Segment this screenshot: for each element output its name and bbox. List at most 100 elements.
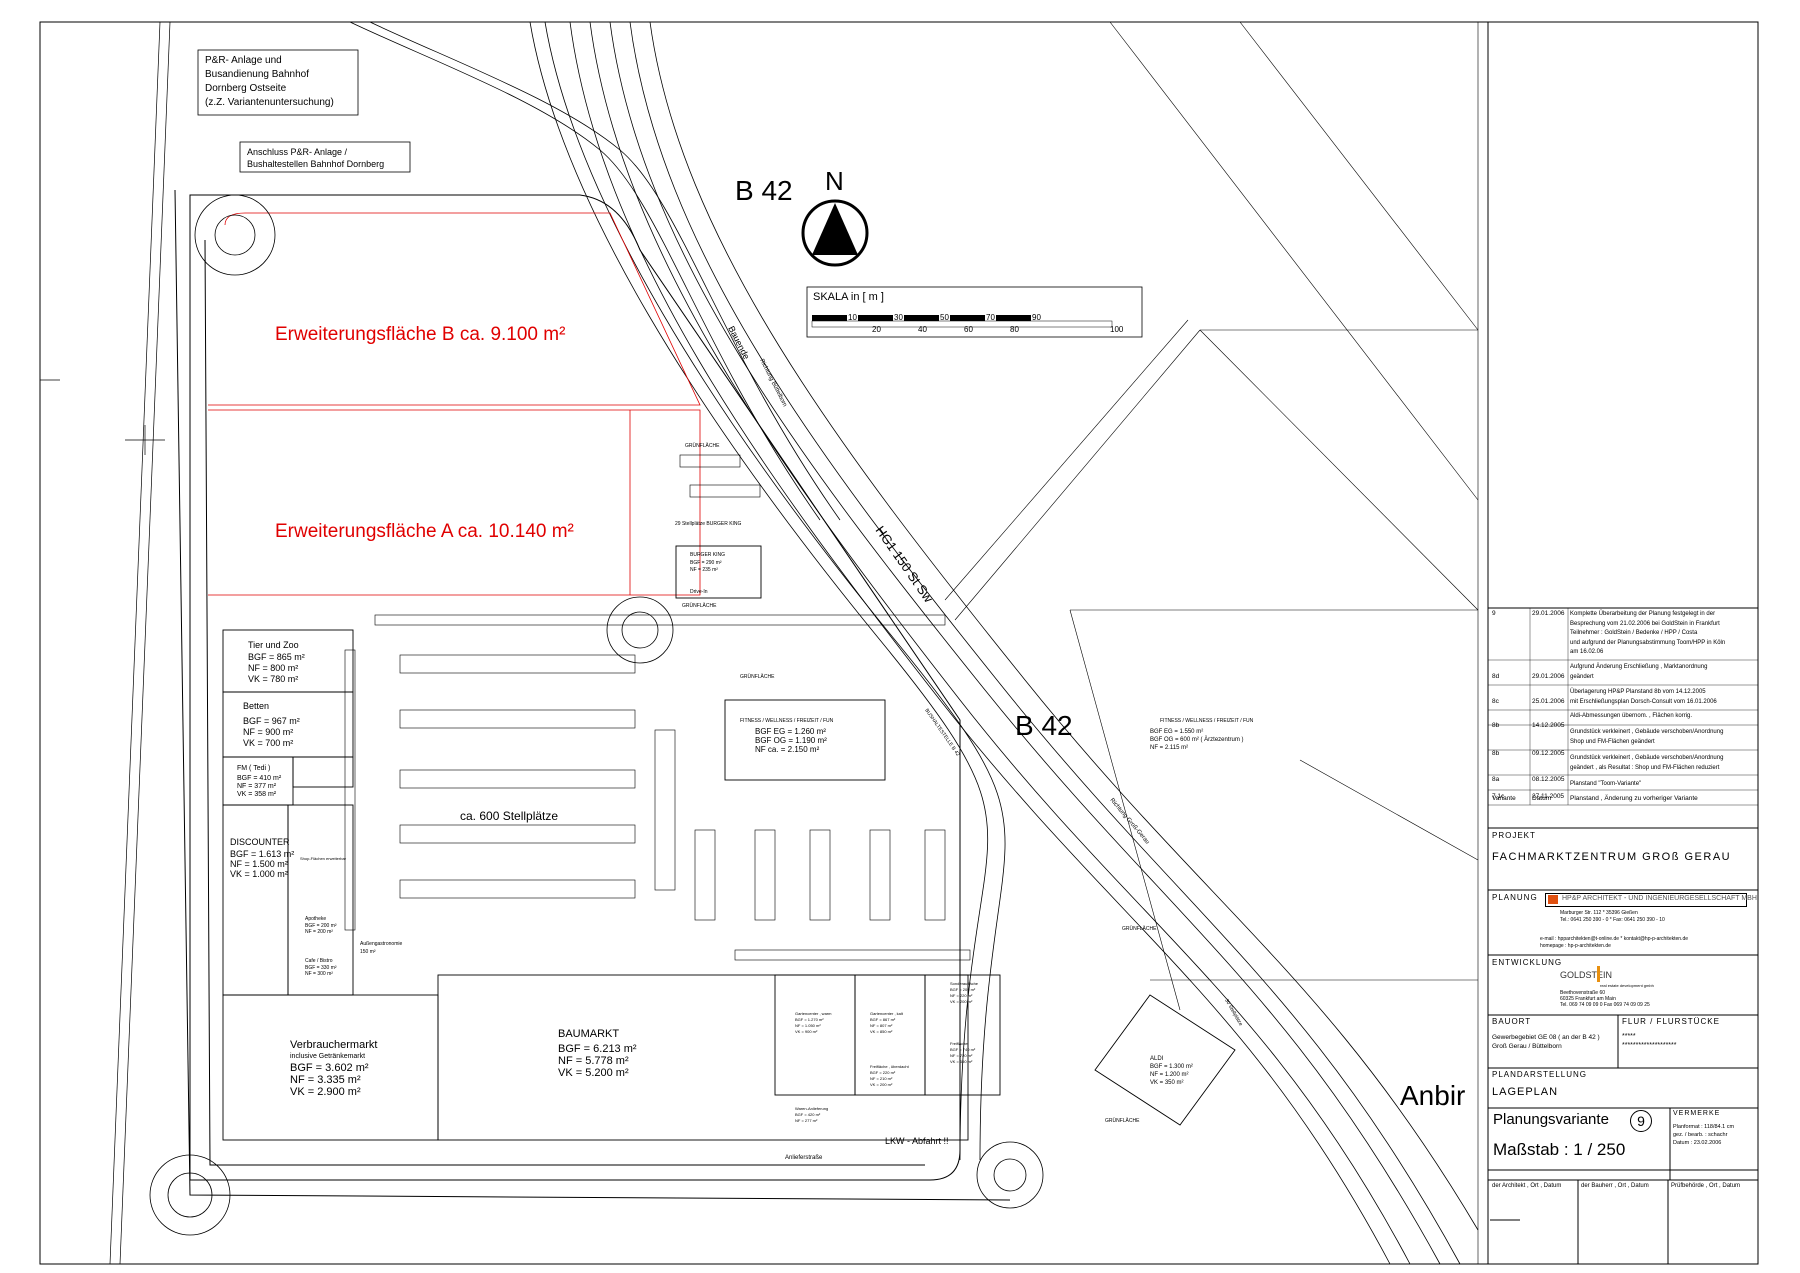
rev-text-3: Aldi-Abmessungen übernom. , Flächen korr… [1570, 713, 1693, 719]
flur-label: FLUR / FLURSTÜCKE [1622, 1017, 1720, 1026]
waren-nf: NF = 277 m² [795, 1118, 818, 1123]
shop-small-label: Shop-Flächen erweiterbar [300, 856, 347, 861]
rev-no-0: 9 [1492, 610, 1496, 617]
flur-line-1: ***** [1622, 1033, 1636, 1040]
pr-callout-line-1: P&R- Anlage und [205, 55, 282, 66]
rev-date-6: 27.11.2005 [1532, 793, 1565, 800]
fm-nf: NF = 377 m² [237, 783, 277, 790]
freiflaeche2-title: Freifläche , überdacht [870, 1064, 910, 1069]
rev-date-2: 25.01.2006 [1532, 698, 1565, 705]
rev-no-6: 7.1c [1492, 793, 1505, 800]
plandar-value: LAGEPLAN [1492, 1086, 1559, 1098]
bk-parking-label: 29 Stellplätze BURGER KING [675, 521, 742, 527]
aldi-title: ALDI [1150, 1056, 1164, 1062]
road-label-bauende: Bauende [726, 324, 751, 361]
freiflaeche-bgf: BGF = 740 m² [950, 1047, 976, 1052]
entw-addr-1: Beethovenstraße 60 [1560, 990, 1606, 996]
apotheke-bgf: BGF = 200 m² [305, 923, 337, 929]
garten1-bgf: BGF = 1.270 m² [795, 1017, 824, 1022]
bm-nf: NF = 5.778 m² [558, 1055, 629, 1067]
planung-firm: HP&P ARCHITEKT - UND INGENIEURGESELLSCHA… [1562, 895, 1757, 902]
variante-number: 9 [1630, 1110, 1652, 1132]
fit-bgf-og: BGF OG = 1.190 m² [755, 736, 827, 745]
discounter-bgf: BGF = 1.613 m² [230, 849, 294, 859]
betten-vk: VK = 700 m² [243, 738, 293, 748]
cafe-bgf: BGF = 330 m² [305, 965, 337, 971]
parking-rows [344, 454, 971, 961]
bk-nf: NF = 235 m² [690, 567, 718, 573]
rev-text-5: Grundstück verkleinert , Gebäude verscho… [1570, 755, 1724, 771]
road-b42 [349, 21, 1479, 1265]
fit2-bgf-eg: BGF EG = 1.550 m² [1150, 729, 1203, 735]
title-block-lines [1488, 607, 1758, 1264]
cafe-title: Cafe / Bistro [305, 958, 333, 964]
garten1-vk: VK = 900 m² [795, 1029, 818, 1034]
discounter-nf: NF = 1.500 m² [230, 859, 288, 869]
tier-vk: VK = 780 m² [248, 674, 298, 684]
expansion-a-label: Erweiterungsfläche A ca. 10.140 m² [275, 521, 574, 542]
garten2-nf: NF = 807 m² [870, 1023, 893, 1028]
pr-callout-line-2: Busandienung Bahnhof [205, 69, 309, 80]
bk-bgf: BGF = 290 m² [690, 560, 722, 566]
sonder-nf: NF = 220 m² [950, 993, 973, 998]
field-boundaries [944, 21, 1479, 1011]
road-label-b42-mid: B 42 [1015, 710, 1073, 741]
anschluss-line-1: Anschluss P&R- Anlage / [247, 147, 348, 157]
aussengastro-label-2: 150 m² [360, 949, 376, 955]
rail-track [40, 21, 171, 1265]
scale-bar [811, 315, 1113, 328]
vermerke-line-3: Datum : 23.02.2006 [1673, 1140, 1722, 1146]
massstab: Maßstab : 1 / 250 [1493, 1140, 1626, 1159]
fm-title: FM ( Tedi ) [237, 765, 270, 772]
fit2-title: FITNESS / WELLNESS / FREIZEIT / FUN [1160, 718, 1254, 724]
sign-bauherr: der Bauherr , Ort , Datum [1581, 1183, 1649, 1189]
rev-text-1: Aufgrund Änderung Erschließung , Marktan… [1570, 664, 1708, 680]
scale-title: SKALA in [ m ] [813, 291, 884, 303]
anschluss-callout-box [239, 141, 411, 173]
apotheke-nf: NF = 200 m² [305, 929, 333, 935]
scale-top-90: 90 [1032, 313, 1041, 322]
planung-logo-frame: HP&P ARCHITEKT - UND INGENIEURGESELLSCHA… [1545, 893, 1757, 907]
entw-addr-2: 60325 Frankfurt am Main [1560, 996, 1616, 1002]
fm-bgf: BGF = 410 m² [237, 775, 282, 782]
tier-nf: NF = 800 m² [248, 663, 298, 673]
garten1-nf: NF = 1.050 m² [795, 1023, 821, 1028]
lkw-label: LKW - Abfahrt !! [885, 1136, 949, 1146]
entw-addr-3: Tel. 069 74 09 09 0 Fax 069 74 09 09 25 [1560, 1002, 1650, 1008]
freiflaeche2-bgf: BGF = 220 m² [870, 1070, 896, 1075]
entwicklung-logo: GOLDSTEIN [1560, 970, 1613, 980]
rev-text-6: Planstand "Toom-Variante" [1570, 781, 1642, 787]
plandar-label: PLANDARSTELLUNG [1492, 1070, 1588, 1079]
parking-count-label: ca. 600 Stellplätze [460, 809, 558, 823]
aldi-bgf: BGF = 1.300 m² [1150, 1064, 1193, 1070]
vm-sub: inclusive Getränkemarkt [290, 1053, 365, 1060]
road-label-anbindung: Anbir [1400, 1080, 1465, 1111]
planung-mail-2: homepage : hp-p-architekten.de [1540, 943, 1611, 949]
rev-no-1: 8d [1492, 673, 1500, 680]
bauort-label: BAUORT [1492, 1017, 1532, 1026]
anschluss-line-2: Bushaltestellen Bahnhof Dornberg [247, 159, 384, 169]
scale-top-30: 30 [894, 313, 903, 322]
tier-title: Tier und Zoo [248, 640, 299, 650]
bauort-line-2: Groß Gerau / Büttelborn [1492, 1043, 1562, 1050]
planung-mail-1: e-mail : hpparchitekten@t-online.de * ko… [1540, 936, 1689, 942]
variante-label: Planungsvariante [1493, 1111, 1609, 1128]
projekt-label: PROJEKT [1492, 831, 1536, 840]
expansion-b-label: Erweiterungsfläche B ca. 9.100 m² [275, 324, 565, 345]
gruen-label-2: GRÜNFLÄCHE [740, 673, 775, 680]
rev-no-5: 8a [1492, 776, 1500, 783]
road-label-hg: HG1 150 St Sw [873, 523, 937, 605]
discounter-vk: VK = 1.000 m² [230, 869, 288, 879]
scale-bottom-100: 100 [1110, 325, 1124, 334]
road-label-b42-top: B 42 [735, 175, 793, 206]
scale-top-70: 70 [986, 313, 995, 322]
bm-vk: VK = 5.200 m² [558, 1067, 629, 1079]
goldstein-logo-icon [1597, 966, 1600, 982]
garten2-title: Gartencenter , kalt [870, 1011, 904, 1016]
betten-bgf: BGF = 967 m² [243, 716, 300, 726]
aldi-vk: VK = 350 m² [1150, 1080, 1184, 1086]
planung-label: PLANUNG [1492, 893, 1538, 902]
scale-bottom-40: 40 [918, 325, 927, 334]
rev-date-3: 14.12.2005 [1532, 722, 1565, 729]
